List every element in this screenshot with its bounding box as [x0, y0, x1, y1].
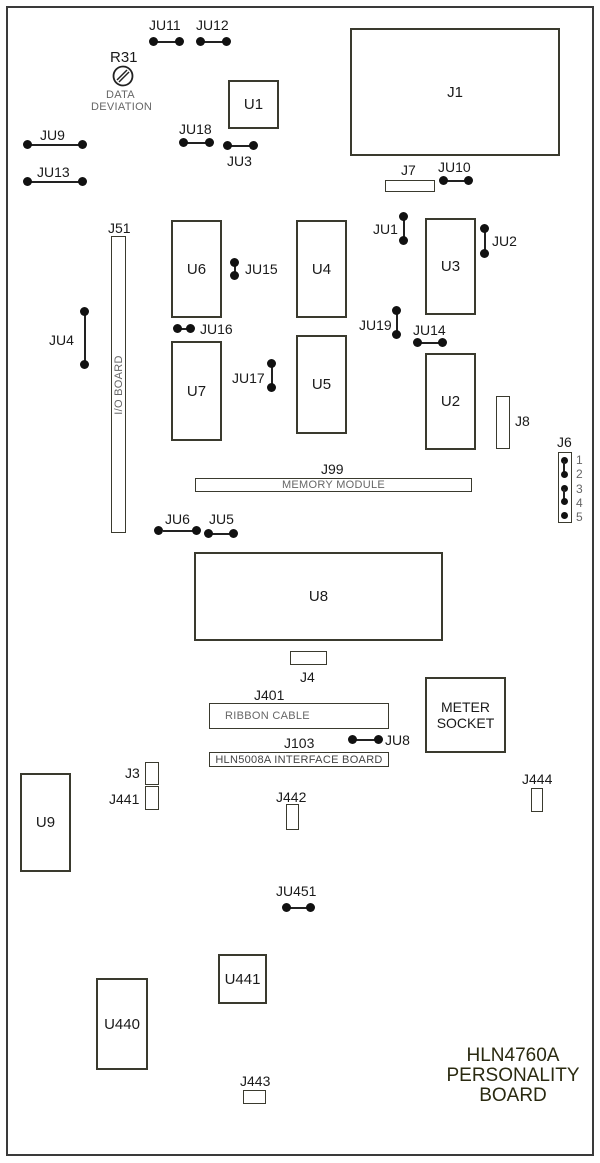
connector-j444[interactable]	[531, 788, 543, 812]
u5-label: U5	[311, 376, 332, 393]
ic-u3[interactable]: U3	[425, 218, 476, 315]
r31-label: R31	[110, 49, 138, 66]
j4-label: J4	[300, 669, 315, 685]
ic-u5[interactable]: U5	[296, 335, 347, 434]
u3-label: U3	[440, 258, 461, 275]
ju2-label: JU2	[492, 233, 517, 249]
connector-j441[interactable]	[145, 786, 159, 810]
u7-label: U7	[186, 382, 207, 400]
j3-label: J3	[125, 765, 140, 781]
ju17-label: JU17	[232, 370, 265, 386]
ju5-label: JU5	[209, 511, 234, 527]
ju18-label: JU18	[179, 121, 212, 137]
ic-u1[interactable]: U1	[228, 80, 279, 129]
connector-j4[interactable]	[290, 651, 327, 665]
j401-desc: RIBBON CABLE	[225, 710, 310, 722]
j442-label: J442	[276, 789, 307, 805]
u6-label: U6	[186, 260, 207, 278]
ic-u7[interactable]: U7	[171, 341, 222, 441]
j103-label: J103	[284, 735, 315, 751]
j6-pin-5: 5	[576, 510, 583, 524]
u2-label: U2	[440, 393, 461, 410]
j103-desc: HLN5008A INTERFACE BOARD	[215, 753, 383, 766]
u1-label: U1	[243, 96, 264, 113]
connector-j401[interactable]: RIBBON CABLE	[209, 703, 389, 729]
meter-socket-line2: SOCKET	[436, 715, 495, 731]
ju6-label: JU6	[165, 511, 190, 527]
connector-j442[interactable]	[286, 804, 299, 830]
ic-u440[interactable]: U440	[96, 978, 148, 1070]
ju15-label: JU15	[245, 261, 278, 277]
ic-u4[interactable]: U4	[296, 220, 347, 318]
ic-u8[interactable]: U8	[194, 552, 443, 641]
connector-j99[interactable]: MEMORY MODULE	[195, 478, 472, 492]
connector-j103[interactable]: HLN5008A INTERFACE BOARD	[209, 752, 389, 767]
u9-label: U9	[35, 814, 56, 831]
ju19-label: JU19	[359, 317, 392, 333]
board-outline	[6, 6, 594, 1156]
j8-label: J8	[515, 413, 530, 429]
ju9-label: JU9	[40, 127, 65, 143]
j6-label: J6	[557, 434, 572, 450]
j1-label: J1	[447, 83, 463, 101]
r31-desc-line1: DATA	[106, 89, 135, 101]
meter-socket[interactable]: METER SOCKET	[425, 677, 506, 753]
connector-j8[interactable]	[496, 396, 510, 449]
j99-label: J99	[321, 461, 344, 477]
ic-u441[interactable]: U441	[218, 954, 267, 1004]
ju13-label: JU13	[37, 164, 70, 180]
ju10-label: JU10	[438, 159, 471, 175]
ju3-label: JU3	[227, 153, 252, 169]
j51-label: J51	[108, 220, 131, 236]
j6-pin-4: 4	[576, 496, 583, 510]
connector-j443[interactable]	[243, 1090, 266, 1104]
board-title-line3: BOARD	[479, 1085, 547, 1106]
r31-desc-line2: DEVIATION	[91, 101, 153, 113]
board-title-line1: HLN4760A	[466, 1045, 560, 1066]
j441-label: J441	[109, 791, 140, 807]
j51-desc: I/O BOARD	[112, 354, 125, 415]
ju451-label: JU451	[276, 883, 317, 899]
u4-label: U4	[311, 260, 332, 278]
potentiometer-r31-icon[interactable]	[112, 65, 134, 87]
j6-pin-3: 3	[576, 482, 583, 496]
ic-u9[interactable]: U9	[20, 773, 71, 872]
j6-pin-1: 1	[576, 453, 583, 467]
board-title-line2: PERSONALITY	[446, 1065, 580, 1086]
connector-j6[interactable]	[558, 452, 572, 523]
j99-desc: MEMORY MODULE	[281, 479, 386, 491]
connector-j1[interactable]: J1	[350, 28, 560, 156]
ju4-label: JU4	[49, 332, 74, 348]
j401-label: J401	[254, 687, 285, 703]
ju1-label: JU1	[373, 221, 398, 237]
j7-label: J7	[401, 162, 416, 178]
ju16-label: JU16	[200, 321, 233, 337]
ju8-label: JU8	[385, 732, 410, 748]
u8-label: U8	[308, 588, 329, 605]
meter-socket-line1: METER	[441, 699, 490, 715]
ju14-label: JU14	[413, 322, 446, 338]
ju12-label: JU12	[196, 17, 229, 33]
ic-u6[interactable]: U6	[171, 220, 222, 318]
connector-j7[interactable]	[385, 180, 435, 192]
j443-label: J443	[240, 1073, 271, 1089]
u441-label: U441	[224, 970, 261, 988]
board-title: HLN4760A PERSONALITY BOARD	[438, 1046, 588, 1106]
connector-j3[interactable]	[145, 762, 159, 785]
ic-u2[interactable]: U2	[425, 353, 476, 450]
j444-label: J444	[522, 771, 553, 787]
ju11-label: JU11	[149, 17, 181, 33]
j6-pin-2: 2	[576, 467, 583, 481]
u440-label: U440	[104, 1015, 140, 1033]
connector-j51[interactable]: I/O BOARD	[111, 236, 126, 533]
